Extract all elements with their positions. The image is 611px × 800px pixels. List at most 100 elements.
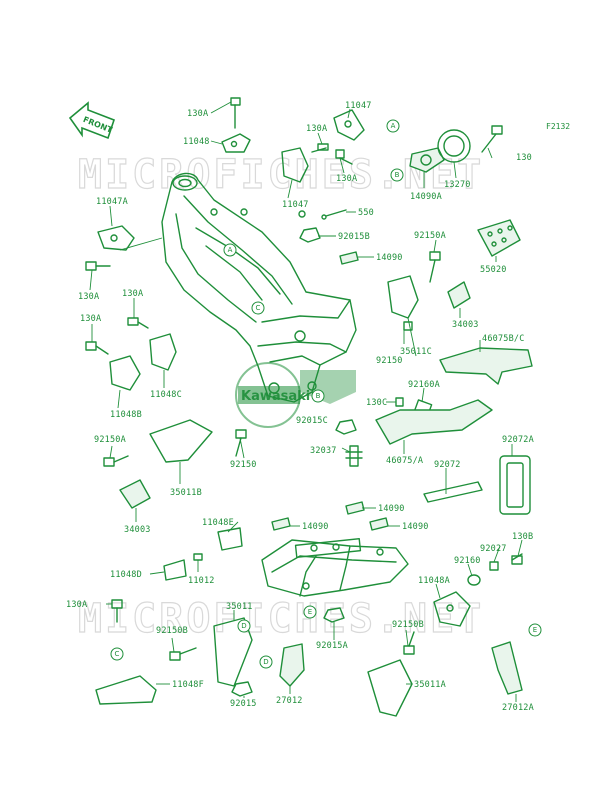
strap-92072A bbox=[499, 455, 531, 515]
ref-marker-b-2: B bbox=[311, 389, 325, 403]
label-92015: 92015 bbox=[230, 699, 257, 709]
label-130A: 130A bbox=[306, 124, 327, 134]
ref-marker-b-1: B bbox=[390, 168, 404, 182]
cover-27012 bbox=[279, 643, 305, 687]
bracket-35011A bbox=[367, 659, 413, 717]
label-130A: 130A bbox=[336, 174, 357, 184]
bracket-11047-top bbox=[333, 109, 365, 141]
tag-14090-c bbox=[271, 517, 291, 531]
svg-text:E: E bbox=[533, 626, 537, 634]
ref-marker-c-1: C bbox=[251, 301, 265, 315]
bracket-11048E bbox=[217, 527, 243, 551]
bolt-92150B-b bbox=[403, 631, 415, 655]
watermark-bottom: MICROFICHES.NET bbox=[78, 596, 484, 642]
label-35011: 35011 bbox=[226, 602, 253, 612]
bolt-130A-top bbox=[230, 97, 241, 129]
label-92150A: 92150A bbox=[94, 435, 126, 445]
footpeg-rubber-55020 bbox=[477, 219, 521, 257]
label-11047: 11047 bbox=[345, 101, 372, 111]
bolt-130A-d bbox=[127, 317, 149, 329]
nut-92015C bbox=[335, 419, 357, 435]
svg-text:D: D bbox=[263, 658, 268, 666]
svg-text:B: B bbox=[395, 171, 400, 179]
label-11048C: 11048C bbox=[150, 390, 182, 400]
label-92150B: 92150B bbox=[156, 626, 188, 636]
label-92150: 92150 bbox=[230, 460, 257, 470]
svg-text:C: C bbox=[256, 304, 261, 312]
label-130B: 130B bbox=[512, 532, 533, 542]
nut-92015 bbox=[231, 681, 253, 697]
svg-text:B: B bbox=[316, 392, 321, 400]
label-11048D: 11048D bbox=[110, 570, 142, 580]
stay-32037 bbox=[345, 445, 363, 467]
ref-marker-a-1: A bbox=[386, 119, 400, 133]
label-55020: 55020 bbox=[480, 265, 507, 275]
label-130: 130 bbox=[516, 153, 532, 163]
label-14090: 14090 bbox=[402, 522, 429, 532]
label-92150A: 92150A bbox=[414, 231, 446, 241]
label-92160A: 92160A bbox=[408, 380, 440, 390]
bracket-11048 bbox=[221, 133, 251, 153]
bracket-11048C bbox=[149, 333, 177, 371]
bracket-11047-b bbox=[281, 147, 309, 183]
sub-frame bbox=[261, 537, 409, 597]
label-35011B: 35011B bbox=[170, 488, 202, 498]
label-92072: 92072 bbox=[434, 460, 461, 470]
svg-text:A: A bbox=[228, 246, 233, 254]
label-14090: 14090 bbox=[302, 522, 329, 532]
bracket-11047A bbox=[97, 225, 135, 251]
tag-14090-a bbox=[339, 251, 359, 265]
nut-92015B bbox=[299, 227, 321, 243]
bracket-11048A bbox=[433, 591, 471, 627]
bolt-130A-left bbox=[85, 261, 111, 271]
label-11048: 11048 bbox=[183, 137, 210, 147]
grab-rail-46075BC bbox=[439, 347, 533, 385]
pin-550 bbox=[321, 209, 347, 220]
logo-text: Kawasaki bbox=[241, 389, 310, 404]
ref-marker-d-1: D bbox=[237, 619, 251, 633]
bolt-92150A-a bbox=[429, 251, 441, 283]
main-frame bbox=[161, 172, 357, 403]
bracket-35011 bbox=[213, 617, 253, 687]
label-14090A: 14090A bbox=[410, 192, 442, 202]
collar-92027 bbox=[489, 561, 499, 571]
ref-marker-e-2: E bbox=[528, 623, 542, 637]
label-14090: 14090 bbox=[376, 253, 403, 263]
label-130A: 130A bbox=[78, 292, 99, 302]
ref-marker-c-2: C bbox=[110, 647, 124, 661]
label-92015B: 92015B bbox=[338, 232, 370, 242]
label-35011C: 35011C bbox=[400, 347, 432, 357]
label-92150B: 92150B bbox=[392, 620, 424, 630]
label-27012: 27012 bbox=[276, 696, 303, 706]
nut-92015A bbox=[323, 607, 345, 623]
washer-92160 bbox=[467, 574, 481, 586]
bracket-35011C bbox=[387, 275, 419, 319]
bolt-130A-b bbox=[311, 143, 329, 153]
front-arrow-icon: FRONT bbox=[68, 101, 116, 140]
bolt-92150B-a bbox=[169, 647, 197, 661]
label-34003: 34003 bbox=[124, 525, 151, 535]
label-11048F: 11048F bbox=[172, 680, 204, 690]
cover-27012A bbox=[491, 641, 523, 695]
footpeg-34003-b bbox=[119, 479, 151, 509]
label-92015A: 92015A bbox=[316, 641, 348, 651]
bracket-11048F bbox=[95, 675, 157, 705]
label-13270: 13270 bbox=[444, 180, 471, 190]
ref-marker-a-2: A bbox=[223, 243, 237, 257]
bolt-92150A-b bbox=[103, 455, 129, 467]
label-11047A: 11047A bbox=[96, 197, 128, 207]
label-130A: 130A bbox=[66, 600, 87, 610]
label-32037: 32037 bbox=[310, 446, 337, 456]
label-92015C: 92015C bbox=[296, 416, 328, 426]
footpeg-34003-a bbox=[447, 281, 471, 309]
label-550: 550 bbox=[358, 208, 374, 218]
svg-text:D: D bbox=[241, 622, 246, 630]
label-11048E: 11048E bbox=[202, 518, 234, 528]
label-130A: 130A bbox=[122, 289, 143, 299]
figure-number: F2132 bbox=[546, 122, 570, 131]
label-27012A: 27012A bbox=[502, 703, 534, 713]
tag-14090-b bbox=[345, 501, 365, 515]
ref-marker-e-1: E bbox=[303, 605, 317, 619]
